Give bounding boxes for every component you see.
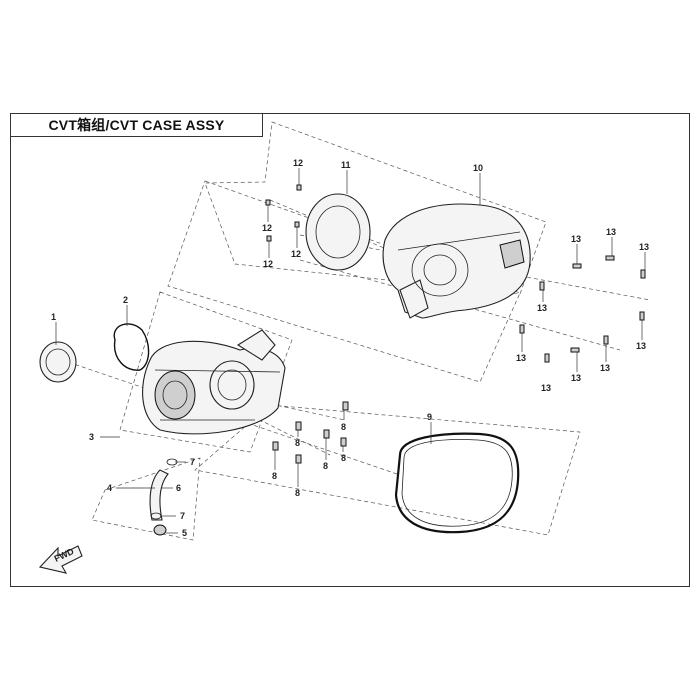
bolts-part-8	[272, 401, 349, 464]
callout-13i: 13	[541, 383, 551, 393]
fwd-arrow-icon: FWD	[38, 545, 83, 574]
callout-8f: 8	[295, 488, 300, 498]
seal-ring-part-1	[39, 341, 77, 383]
callout-12d: 12	[263, 259, 273, 269]
callout-9: 9	[427, 412, 432, 422]
center-line-5	[229, 394, 346, 421]
callout-6: 6	[176, 483, 181, 493]
callout-13a: 13	[571, 234, 581, 244]
cap-part-5	[153, 524, 167, 536]
callout-3: 3	[89, 432, 94, 442]
callout-8c: 8	[323, 461, 328, 471]
callout-8a: 8	[341, 422, 346, 432]
callout-8d: 8	[341, 453, 346, 463]
large-gasket-part-9	[394, 432, 520, 534]
callout-11: 11	[341, 160, 351, 170]
diagram-frame	[10, 113, 690, 587]
callout-2: 2	[123, 295, 128, 305]
callout-5: 5	[182, 528, 187, 538]
callout-13d: 13	[537, 303, 547, 313]
hose-box	[91, 457, 201, 541]
inner-case-box	[119, 291, 293, 453]
outer-cover-part-10	[382, 203, 531, 319]
gasket-part-2	[113, 323, 150, 371]
callout-13c: 13	[639, 242, 649, 252]
callout-8e: 8	[272, 471, 277, 481]
plate-part-11	[305, 193, 371, 271]
callout-10: 10	[473, 163, 483, 173]
callout-13h: 13	[600, 363, 610, 373]
callout-4: 4	[107, 483, 112, 493]
callout-12a: 12	[293, 158, 303, 168]
title-box: CVT箱组/CVT CASE ASSY	[10, 113, 263, 137]
callout-7b: 7	[180, 511, 185, 521]
callout-1: 1	[51, 312, 56, 322]
callout-12b: 12	[262, 223, 272, 233]
callout-13f: 13	[516, 353, 526, 363]
upper-assembly-box	[204, 121, 547, 295]
callout-13g: 13	[571, 373, 581, 383]
callout-8b: 8	[295, 438, 300, 448]
diagram-title: CVT箱组/CVT CASE ASSY	[48, 117, 225, 133]
callout-7a: 7	[190, 457, 195, 467]
callout-13e: 13	[636, 341, 646, 351]
inner-cvt-case-part-3	[142, 329, 286, 435]
hose-part-6	[149, 469, 169, 521]
callout-13b: 13	[606, 227, 616, 237]
callout-12c: 12	[291, 249, 301, 259]
